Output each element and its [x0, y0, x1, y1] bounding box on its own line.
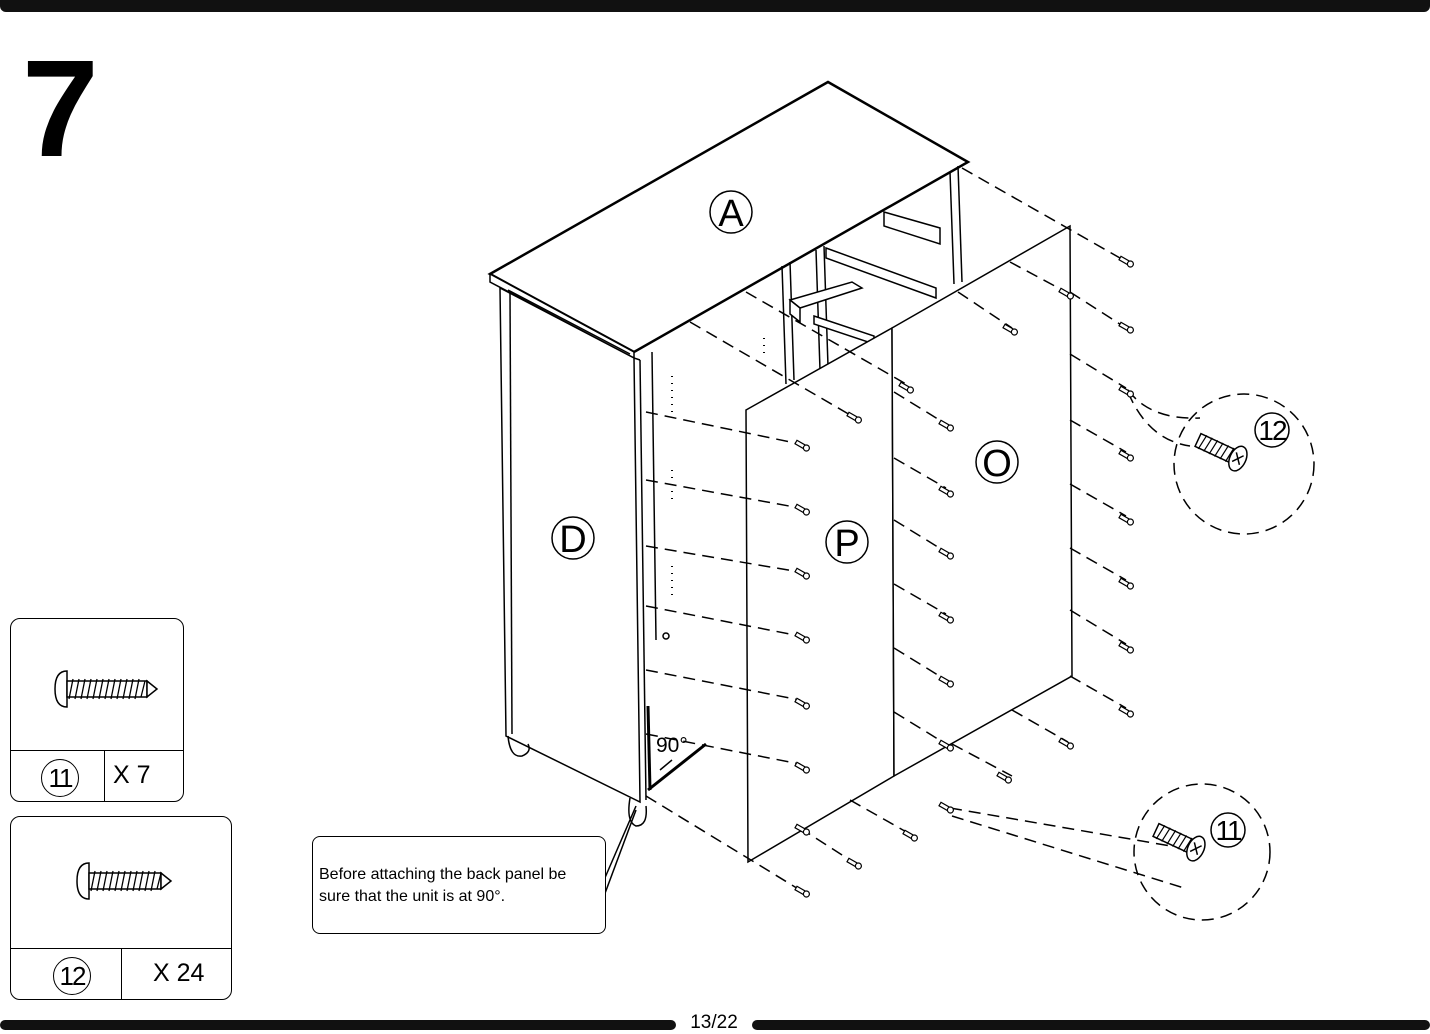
- part-box-11: 11 X 7: [10, 618, 184, 802]
- callout-number-11: 11: [1215, 815, 1241, 846]
- part-number-badge: 11: [41, 759, 79, 797]
- top-border-bar: [0, 0, 1430, 12]
- bottom-border-bar-left: [0, 1020, 676, 1030]
- screw-icon: [1194, 432, 1248, 472]
- panel-label-p: P: [834, 523, 859, 565]
- screw-icon: [794, 255, 1134, 898]
- screw-icon: [76, 862, 173, 900]
- screw-icon: [54, 670, 159, 708]
- part-box-divider: [11, 750, 183, 751]
- part-quantity: X 24: [153, 959, 205, 987]
- callout-number-12: 12: [1258, 415, 1287, 446]
- screw-icon: [1152, 822, 1206, 862]
- part-box-divider: [121, 948, 122, 999]
- part-box-12: 12 X 24: [10, 816, 232, 1000]
- note-text-line-2: sure that the unit is at 90°.: [319, 888, 506, 905]
- note-text-line-1: Before attaching the back panel be: [319, 866, 567, 883]
- panel-label-a: A: [718, 193, 744, 235]
- part-number-badge: 12: [53, 957, 91, 995]
- bottom-border-bar-right: [752, 1020, 1430, 1030]
- panel-label-o: O: [982, 443, 1012, 485]
- part-box-divider: [104, 750, 105, 801]
- angle-label: 90°: [656, 734, 688, 757]
- part-quantity: X 7: [113, 761, 151, 789]
- page-number: 13/22: [690, 1012, 738, 1033]
- step-number: 7: [22, 32, 99, 186]
- panel-label-d: D: [559, 519, 586, 561]
- note-box: Before attaching the back panel be sure …: [312, 836, 606, 934]
